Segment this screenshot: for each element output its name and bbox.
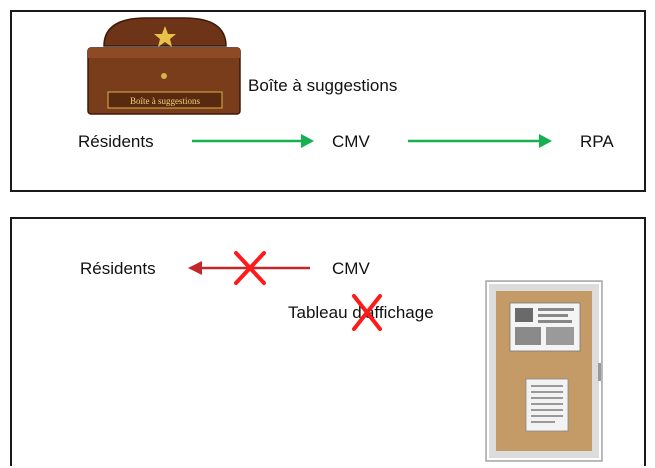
board-label: Tableau d'affichage [288, 303, 434, 322]
suggestion-box-icon: Boîte à suggestions [87, 17, 241, 115]
bottom-panel: Résidents CMV Tableau d'affichage [10, 217, 646, 466]
cross-icon [234, 251, 266, 285]
bottom-label-cmv: CMV [332, 259, 370, 278]
arrow-cmv-to-residents [188, 261, 310, 275]
flow-node-cmv: CMV [332, 132, 370, 151]
arrow-cmv-to-rpa [408, 134, 552, 148]
bulletin-board-icon [485, 280, 603, 462]
bottom-label-residents: Résidents [80, 259, 156, 278]
box-plate-text: Boîte à suggestions [130, 96, 200, 106]
cross-icon [352, 294, 382, 331]
suggestion-box-label: Boîte à suggestions [248, 76, 398, 95]
top-panel: Boîte à suggestions Boîte à suggestions … [10, 10, 646, 192]
flow-node-rpa: RPA [580, 132, 614, 151]
flow-node-residents: Résidents [78, 132, 154, 151]
arrow-residents-to-cmv [192, 134, 314, 148]
